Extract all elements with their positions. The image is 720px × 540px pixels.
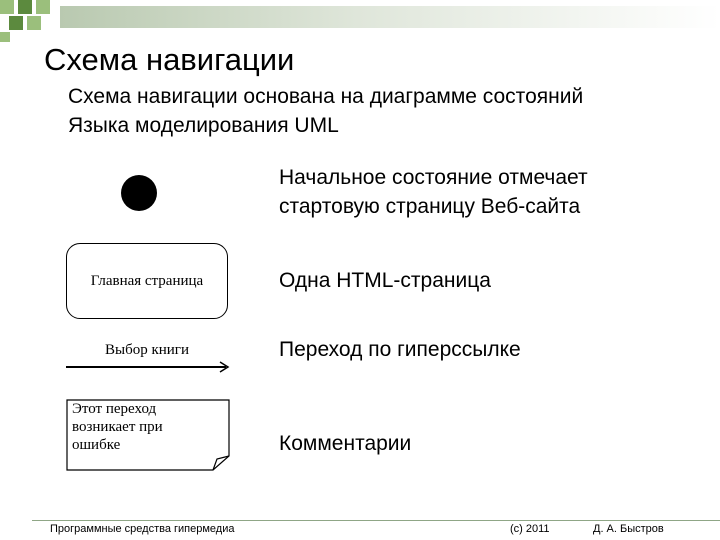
state-label: Главная страница: [90, 272, 204, 289]
note-line: Этот переход: [72, 401, 157, 417]
legend-note: Комментарии: [279, 432, 412, 455]
state-box: Главная страница: [66, 243, 228, 319]
initial-state-dot: [121, 175, 157, 211]
subtitle-line: Языка моделирования UML: [68, 114, 339, 137]
corner-decoration: [0, 0, 50, 42]
note-fold: [212, 455, 230, 471]
top-gradient-bar: [60, 6, 720, 28]
footer-author: Д. А. Быстров: [593, 523, 664, 535]
legend-initial-line: стартовую страницу Веб-сайта: [279, 195, 581, 218]
footer-copyright: (c) 2011: [510, 523, 550, 535]
transition-label: Выбор книги: [105, 342, 189, 358]
note-shape: [66, 399, 230, 471]
deco-square: [27, 16, 41, 30]
note-line: ошибке: [72, 437, 121, 453]
note-outline: [66, 399, 230, 471]
slide-subtitle: Схема навигации основана на диаграмме со…: [68, 82, 688, 140]
arrow-head: [219, 361, 230, 373]
footer-divider: [32, 520, 720, 521]
deco-square: [9, 16, 23, 30]
legend-state: Одна HTML-страница: [279, 269, 491, 292]
transition-arrow: [66, 361, 230, 373]
legend-initial-line: Начальное состояние отмечает: [279, 166, 588, 189]
legend-transition: Переход по гиперссылке: [279, 338, 521, 361]
subtitle-line: Схема навигации основана на диаграмме со…: [68, 85, 584, 108]
legend-initial: Начальное состояние отмечает стартовую с…: [279, 163, 588, 221]
deco-square: [18, 0, 32, 14]
note-line: возникает при: [72, 419, 163, 435]
deco-square: [0, 0, 14, 14]
footer-course: Программные средства гипермедиа: [50, 523, 235, 535]
note-text: Этот переход возникает при ошибке: [72, 400, 222, 454]
deco-square: [0, 32, 10, 42]
slide-title: Схема навигации: [44, 42, 295, 77]
deco-square: [36, 0, 50, 14]
